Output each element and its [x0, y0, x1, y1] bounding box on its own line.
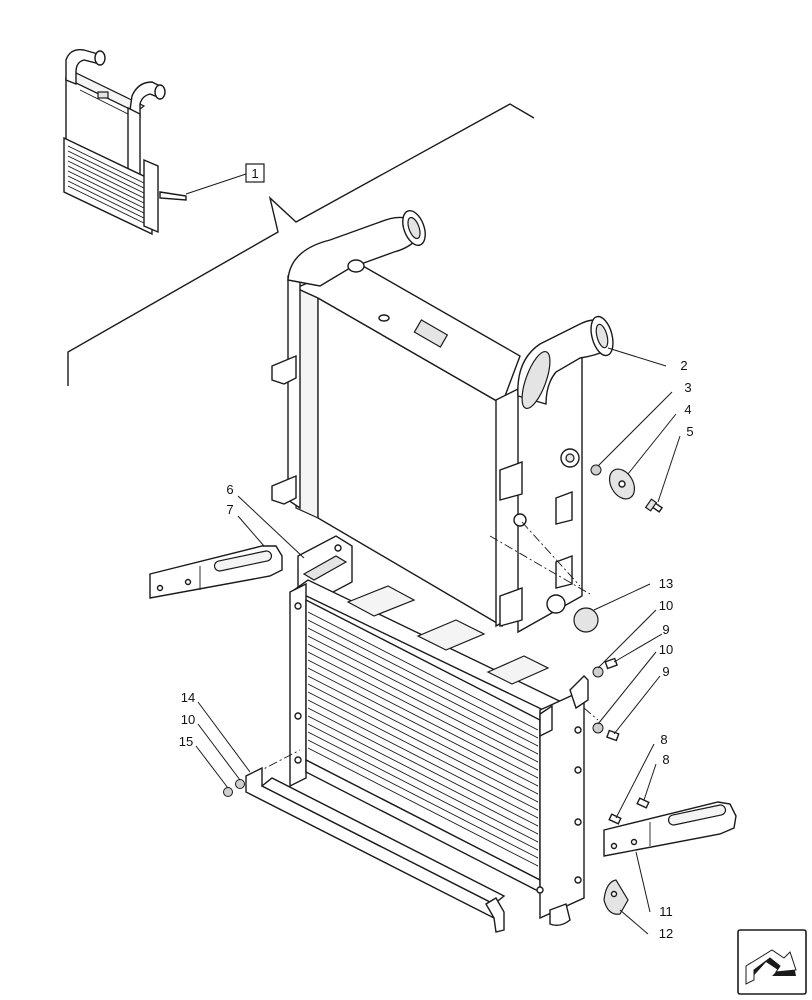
callout-4: 4 [684, 402, 691, 417]
cap-part-13 [573, 607, 599, 633]
radiator-core [253, 535, 599, 927]
bracket-part-7 [149, 545, 283, 599]
bolt-part-9-lower [606, 729, 620, 742]
radiator-fins [307, 611, 539, 867]
thumbnail-assembly [63, 49, 187, 236]
callout-5: 5 [686, 424, 693, 439]
callout-3: 3 [684, 380, 691, 395]
callout-9-upper: 9 [662, 622, 669, 637]
next-page-arrow-icon[interactable] [737, 929, 807, 995]
callout-15: 15 [179, 734, 193, 749]
callouts: 2 3 4 5 6 7 8 8 9 9 10 10 10 [179, 347, 694, 941]
callout-12: 12 [659, 926, 673, 941]
callout-8-b: 8 [662, 752, 669, 767]
bracket-part-11 [603, 801, 737, 857]
plate-part-12 [603, 879, 629, 915]
reference-box-1: 1 [185, 163, 265, 195]
intercooler-core [271, 210, 614, 634]
washer-part-10-upper [592, 666, 604, 678]
callout-8-a: 8 [660, 732, 667, 747]
bolt-part-8-b [636, 797, 650, 809]
ref-box-label: 1 [251, 166, 258, 181]
bolt-part-8-a [608, 813, 622, 825]
callout-10-middle: 10 [659, 642, 673, 657]
callout-6: 6 [226, 482, 233, 497]
washer-part-3 [590, 464, 602, 476]
callout-2: 2 [680, 358, 687, 373]
lower-support-bar [245, 766, 506, 933]
callout-10-upper: 10 [659, 598, 673, 613]
separator-line [67, 103, 535, 386]
callout-10-left: 10 [181, 712, 195, 727]
callout-9-lower: 9 [662, 664, 669, 679]
washer-part-10-lower [592, 722, 604, 734]
bolt-part-5 [644, 498, 664, 513]
washer-part-10-left [235, 779, 245, 789]
nut-part-15 [223, 787, 233, 797]
callout-13: 13 [659, 576, 673, 591]
callout-7: 7 [226, 502, 233, 517]
callout-14: 14 [181, 690, 195, 705]
callout-11: 11 [659, 904, 673, 919]
bolt-part-9-upper [604, 657, 618, 670]
